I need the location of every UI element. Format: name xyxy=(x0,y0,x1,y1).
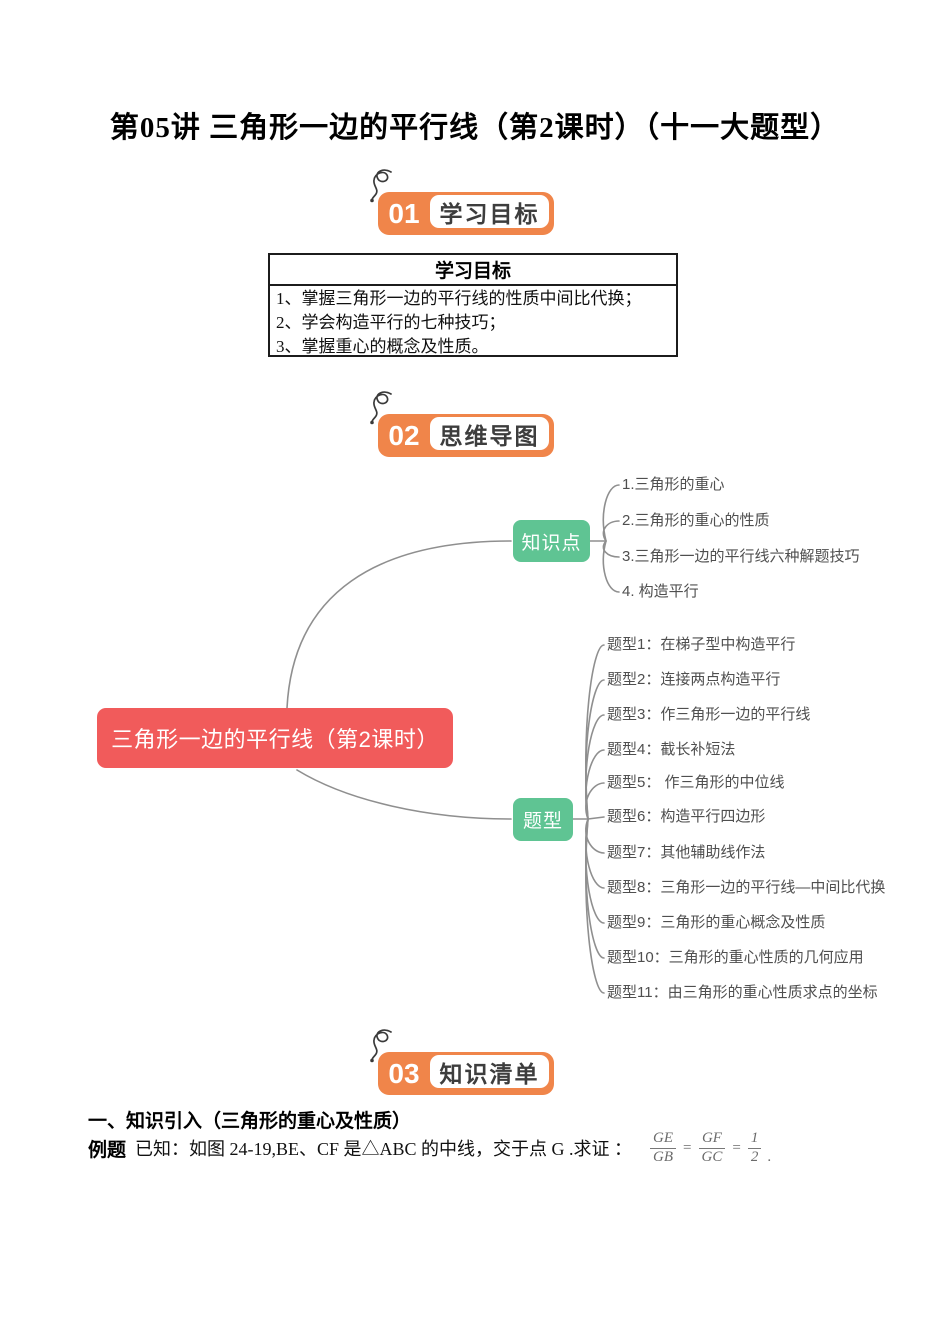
mindmap-item: 4. 构造平行 xyxy=(622,583,699,600)
coil-decoration-icon xyxy=(370,169,392,203)
objective-item: 1、掌握三角形一边的平行线的性质中间比代换； xyxy=(276,289,642,308)
badge-label: 知识清单 xyxy=(439,1060,540,1087)
objective-item: 2、学会构造平行的七种技巧； xyxy=(276,313,506,332)
badge-number: 03 xyxy=(388,1057,420,1089)
example-text: 已知：如图 24-19,BE、CF 是△ABC 的中线，交于点 G .求证 ： xyxy=(135,1139,633,1159)
objective-item: 3、掌握重心的概念及性质。 xyxy=(276,337,489,356)
badge-label-panel: 思维导图 xyxy=(430,417,549,450)
mindmap-item: 题型3：作三角形一边的平行线 xyxy=(607,706,811,723)
mindmap-item: 题型1：在梯子型中构造平行 xyxy=(607,636,796,653)
section-badge-01: 01 学习目标 xyxy=(364,168,574,246)
mindmap-branch-knowledge: 知识点 xyxy=(513,520,590,562)
mindmap-branch-types: 题型 xyxy=(513,798,573,841)
mindmap-item: 题型5： 作三角形的中位线 xyxy=(607,774,785,791)
coil-decoration-icon xyxy=(370,391,392,425)
badge-pill: 03 知识清单 xyxy=(378,1052,554,1095)
knowledge-section-heading: 一、知识引入（三角形的重心及性质） xyxy=(88,1111,412,1132)
badge-number: 02 xyxy=(388,419,420,451)
mindmap-item: 题型8：三角形一边的平行线—中间比代换 xyxy=(607,879,886,896)
equals-sign: = xyxy=(683,1139,692,1156)
badge-label-panel: 学习目标 xyxy=(430,195,549,228)
mindmap-item: 3.三角形一边的平行线六种解题技巧 xyxy=(622,548,860,565)
objectives-box: 学习目标 1、掌握三角形一边的平行线的性质中间比代换； 2、学会构造平行的七种技… xyxy=(268,253,678,357)
coil-decoration-icon xyxy=(370,1029,392,1063)
mindmap-root-node: 三角形一边的平行线（第2课时） xyxy=(97,708,453,768)
badge-pill: 01 学习目标 xyxy=(378,192,554,235)
section-badge-03: 03 知识清单 xyxy=(364,1028,574,1106)
objectives-box-header: 学习目标 xyxy=(270,255,676,286)
formula-terminator: . xyxy=(767,1148,772,1165)
example-line: 例题 已知：如图 24-19,BE、CF 是△ABC 的中线，交于点 G .求证… xyxy=(88,1122,771,1174)
example-label: 例题 xyxy=(88,1139,127,1161)
mindmap-item: 题型10：三角形的重心性质的几何应用 xyxy=(607,949,864,966)
mindmap-item: 2.三角形的重心的性质 xyxy=(622,512,770,529)
mindmap-item: 题型4：截长补短法 xyxy=(607,741,736,758)
badge-label: 思维导图 xyxy=(439,422,540,449)
badge-number: 01 xyxy=(388,197,420,229)
badge-label: 学习目标 xyxy=(439,200,540,227)
mindmap-item: 题型6：构造平行四边形 xyxy=(607,808,766,825)
objectives-list: 1、掌握三角形一边的平行线的性质中间比代换； 2、学会构造平行的七种技巧； 3、… xyxy=(270,286,676,359)
equals-sign: = xyxy=(732,1139,741,1156)
mindmap-item: 题型9：三角形的重心概念及性质 xyxy=(607,914,826,931)
mindmap-item: 题型2：连接两点构造平行 xyxy=(607,671,781,688)
badge-label-panel: 知识清单 xyxy=(430,1055,549,1088)
section-badge-02: 02 思维导图 xyxy=(364,390,574,468)
badge-pill: 02 思维导图 xyxy=(378,414,554,457)
mindmap-item: 题型11：由三角形的重心性质求点的坐标 xyxy=(607,984,878,1001)
page-title: 第05讲 三角形一边的平行线（第2课时）（十一大题型） xyxy=(109,112,841,144)
mindmap-item: 题型7：其他辅助线作法 xyxy=(607,844,766,861)
mindmap-item: 1.三角形的重心 xyxy=(622,476,725,493)
